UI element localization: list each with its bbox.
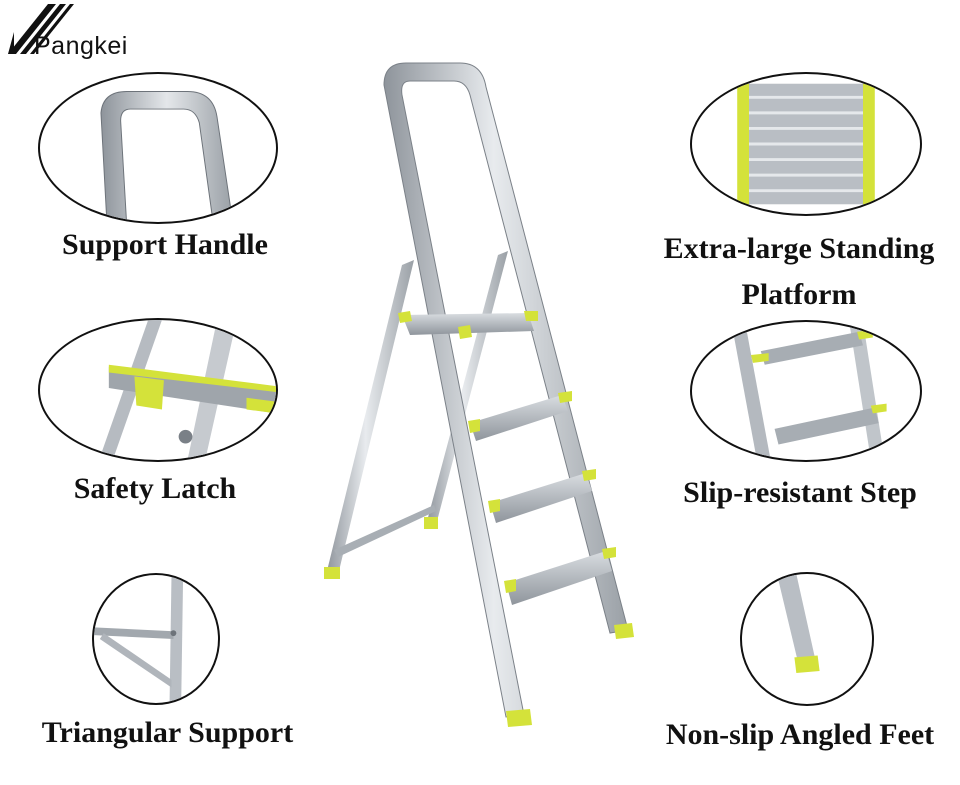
stripe-k-logo-icon [8,4,74,54]
brand-logo: Pangkei [4,2,174,64]
slip-resistant-step-closeup [690,320,922,462]
rear-leg-left [326,260,414,575]
triangular-support-label: Triangular Support [41,716,294,749]
non-slip-feet-closeup [740,572,874,706]
triangular-support-closeup [92,573,220,705]
support-handle-label: Support Handle [62,228,268,261]
step-3 [506,551,612,605]
support-handle [383,62,629,718]
non-slip-feet-label: Non-slip Angled Feet [665,718,935,751]
step-2 [490,473,592,523]
safety-latch-closeup [38,318,278,462]
brand-name: Pangkei [34,32,128,60]
support-handle-closeup [38,72,278,224]
standing-platform-label: Extra-large Standing Platform [663,232,935,311]
standing-platform [402,313,534,335]
standing-platform-closeup [690,72,922,216]
safety-latch-label: Safety Latch [73,472,237,505]
step-1 [470,395,568,441]
step-ladder-image [324,62,634,727]
slip-resistant-step-label: Slip-resistant Step [683,476,917,509]
